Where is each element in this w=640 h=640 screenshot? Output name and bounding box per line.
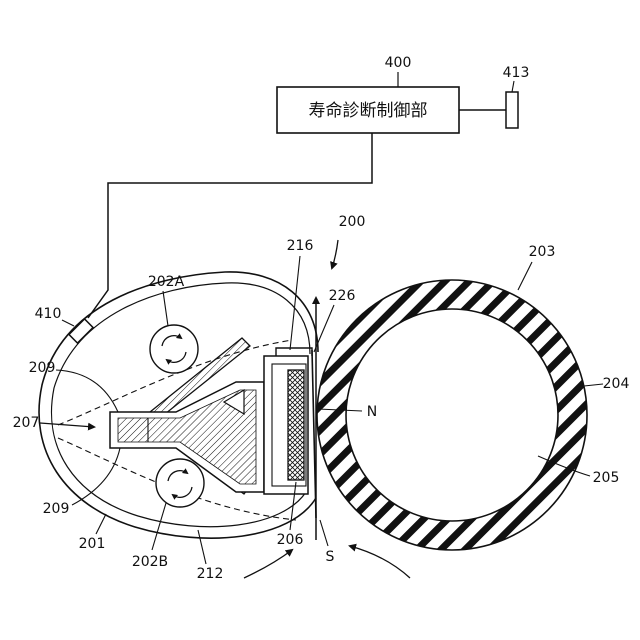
heater-assembly [110,338,316,518]
heater-206 [288,370,304,480]
holder-top-flange [276,348,312,356]
ref-410: 410 [35,306,62,322]
rotation-arrow-200 [332,240,338,268]
ref-207: 207 [13,415,40,431]
ref-206: 206 [277,532,304,548]
rotation-arrow-left [244,550,292,578]
ref-204: 204 [603,376,630,392]
sensor-413: 413 [459,65,529,128]
fan-202B-circle [156,459,204,507]
ref-209-lower: 209 [43,501,70,517]
fan-202A: 202A [148,274,198,373]
controller-label: 寿命診断制御部 [309,101,428,121]
ref-202A-leader [163,291,168,326]
fan-202A-circle [150,325,198,373]
ref-203: 203 [529,244,556,260]
controller-ref: 400 [385,55,412,71]
rotation-arrow-right [350,546,410,578]
ref-203-leader [518,262,532,290]
ref-202B: 202B [132,554,168,570]
ref-201-leader [96,514,106,534]
ref-201: 201 [79,536,106,552]
ref-413-leader [512,81,514,92]
ref-212: 212 [197,566,224,582]
ref-209-upper-leader [56,370,118,412]
ref-S: S [326,549,335,565]
ref-205: 205 [593,470,620,486]
ref-207-arrow [40,423,94,427]
ref-S-leader [320,520,328,546]
ref-204-leader [584,384,603,386]
ref-202A: 202A [148,274,185,290]
ref-410-leader [62,320,74,326]
ref-212-leader [198,530,206,564]
ref-200: 200 [339,214,366,230]
sensor-413-body [506,92,518,128]
ref-226-leader [314,305,334,352]
ref-202B-leader [152,503,166,550]
ref-N: N [367,404,377,420]
ref-413: 413 [503,65,530,81]
ref-209-upper: 209 [29,360,56,376]
ref-216-leader [290,256,300,350]
fan-202B: 202B [132,459,204,570]
controller-unit: 寿命診断制御部 400 [277,55,459,133]
ref-216: 216 [287,238,314,254]
roller-core-205 [346,309,558,521]
ref-226: 226 [329,288,356,304]
pressure-roller [317,280,587,550]
